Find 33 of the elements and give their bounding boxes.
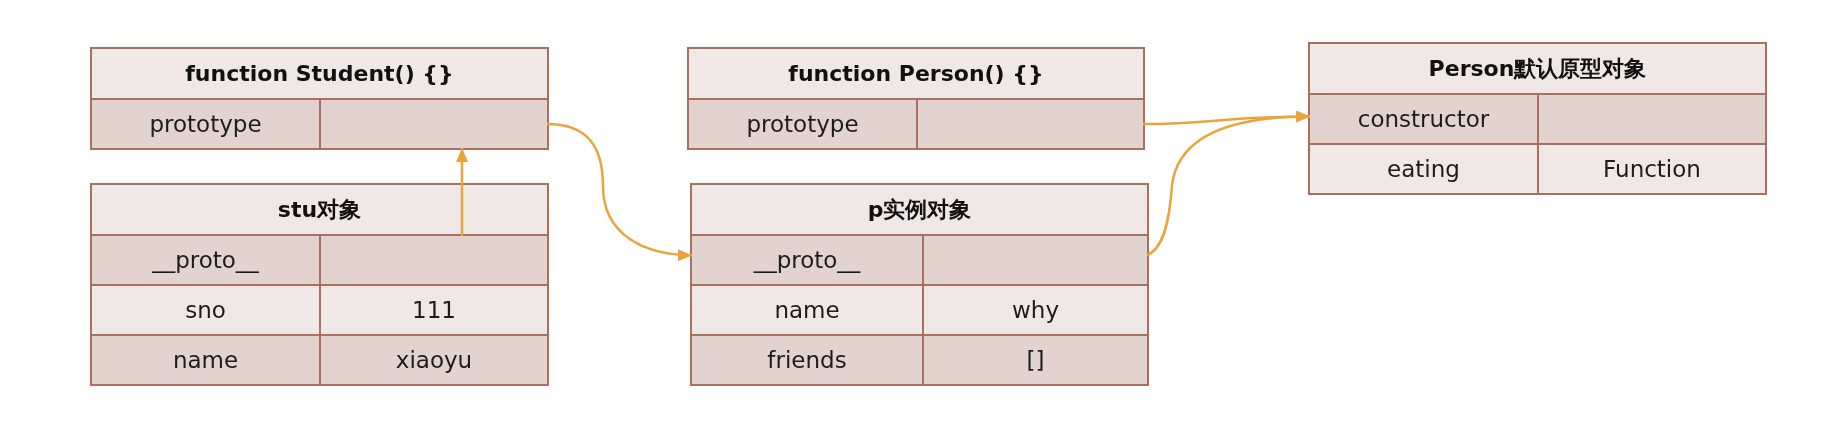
object-table (690, 183, 1149, 386)
property-cell: sno (92, 286, 319, 334)
property-cell: prototype (92, 100, 319, 148)
value-cell (924, 236, 1147, 284)
table-title: function Student() {} (92, 49, 547, 98)
property-cell: prototype (689, 100, 916, 148)
arrow (456, 148, 468, 236)
property-cell: name (92, 336, 319, 384)
property-cell: __proto__ (92, 236, 319, 284)
value-cell: xiaoyu (321, 336, 547, 384)
table-title: function Person() {} (689, 49, 1143, 98)
arrow (546, 122, 693, 261)
value-cell (321, 236, 547, 284)
property-cell: friends (692, 336, 922, 384)
property-cell: eating (1310, 145, 1537, 193)
value-cell (1539, 95, 1765, 143)
object-table (687, 47, 1145, 150)
object-table (90, 183, 549, 386)
value-cell: why (924, 286, 1147, 334)
object-table (90, 47, 549, 150)
value-cell (321, 100, 547, 148)
value-cell: [] (924, 336, 1147, 384)
arrow (1146, 110, 1311, 257)
table-title: Person默认原型对象 (1310, 44, 1765, 93)
table-title: p实例对象 (692, 185, 1147, 234)
property-cell: __proto__ (692, 236, 922, 284)
property-cell: name (692, 286, 922, 334)
property-cell: constructor (1310, 95, 1537, 143)
table-title: stu对象 (92, 185, 547, 234)
object-table (1308, 42, 1767, 195)
value-cell: Function (1539, 145, 1765, 193)
value-cell (918, 100, 1143, 148)
value-cell: 111 (321, 286, 547, 334)
